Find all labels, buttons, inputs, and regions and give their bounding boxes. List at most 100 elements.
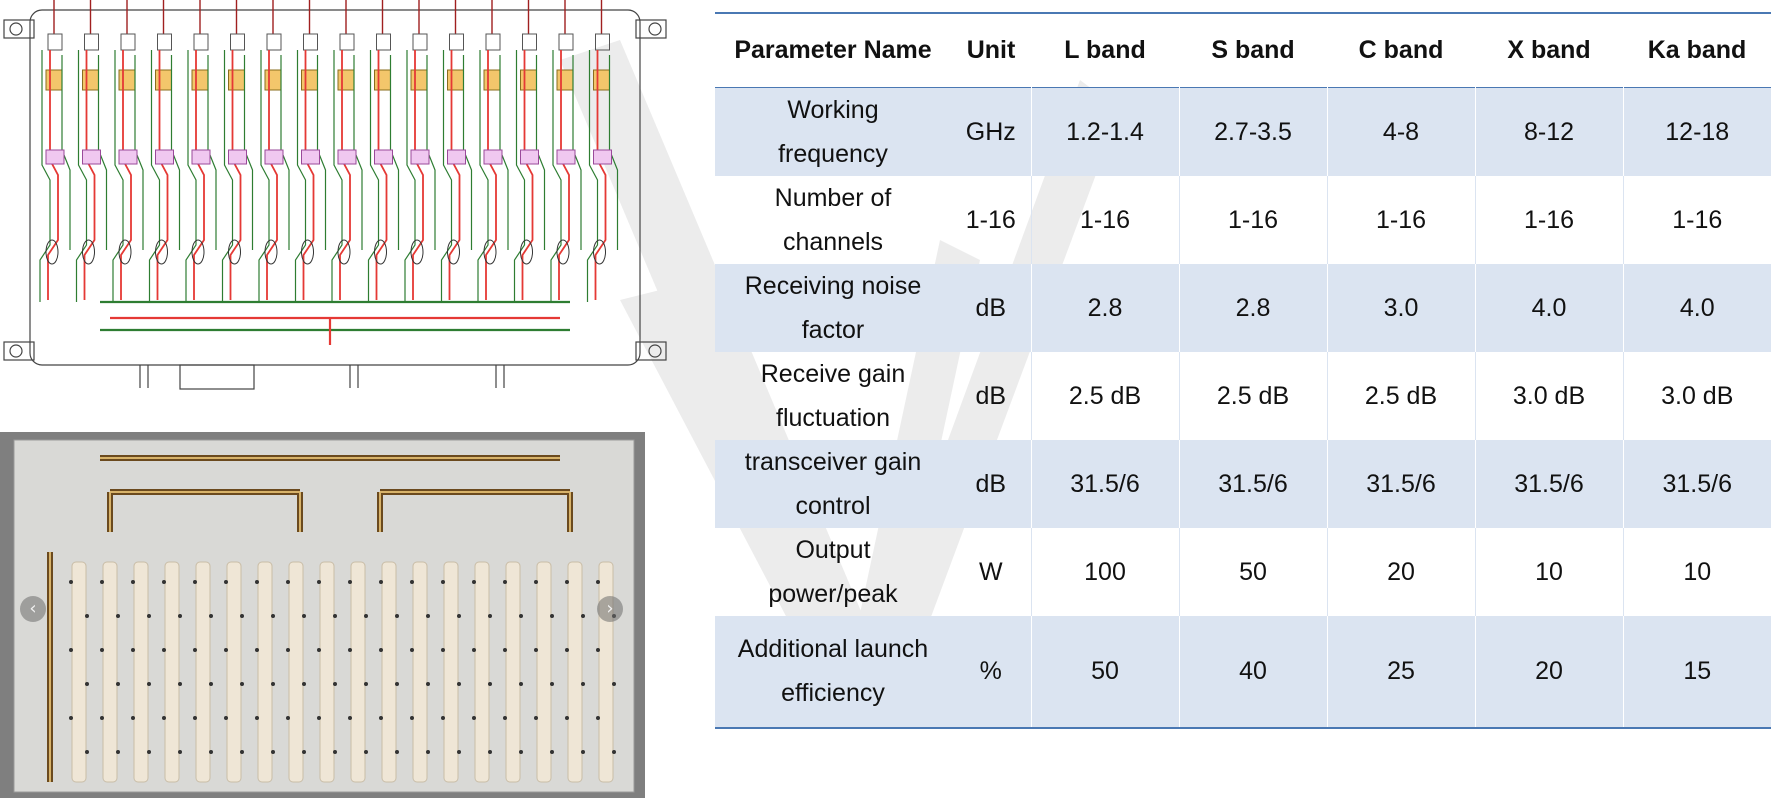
- board-via: [240, 682, 244, 686]
- board-via: [255, 580, 259, 584]
- board-via: [286, 580, 290, 584]
- board-via: [472, 716, 476, 720]
- cell-s-band: 40: [1178, 615, 1327, 728]
- cell-ka-band: 12-18: [1622, 87, 1771, 176]
- board-via: [348, 648, 352, 652]
- header-c-band: C band: [1358, 35, 1444, 64]
- board-via: [457, 614, 461, 618]
- row-unit: dB: [975, 381, 1007, 410]
- board-finger: [288, 561, 304, 783]
- cell-l-band: 50: [1030, 615, 1179, 728]
- schematic-channel: [39, 0, 71, 302]
- schematic-channel: [112, 0, 144, 302]
- board-via: [131, 716, 135, 720]
- circuit-schematic-drawing: [3, 0, 667, 390]
- board-via: [240, 750, 244, 754]
- board-finger: [598, 561, 614, 783]
- carousel-prev-button[interactable]: ‹: [20, 596, 46, 622]
- schematic-channel: [75, 0, 108, 302]
- cell-x-band: 3.0 dB: [1474, 351, 1623, 440]
- board-via: [488, 682, 492, 686]
- board-finger: [257, 561, 273, 783]
- board-via: [147, 750, 151, 754]
- table-header-row: Parameter Name Unit L band S band C band…: [715, 13, 1771, 87]
- board-via: [395, 614, 399, 618]
- board-via: [302, 750, 306, 754]
- board-via: [209, 614, 213, 618]
- board-via: [333, 750, 337, 754]
- board-via: [333, 614, 337, 618]
- board-via: [441, 580, 445, 584]
- cell-s-band: 1-16: [1178, 175, 1327, 264]
- board-via: [550, 682, 554, 686]
- board-via: [317, 716, 321, 720]
- board-via: [333, 682, 337, 686]
- board-via: [69, 648, 73, 652]
- board-via: [286, 648, 290, 652]
- board-finger: [102, 561, 118, 783]
- board-via: [85, 750, 89, 754]
- board-via: [317, 648, 321, 652]
- row-unit: GHz: [951, 87, 1031, 176]
- board-via: [364, 614, 368, 618]
- schematic-channel: [148, 0, 181, 302]
- header-s-band: S band: [1211, 35, 1295, 64]
- board-via: [565, 716, 569, 720]
- board-via: [302, 682, 306, 686]
- board-via: [364, 750, 368, 754]
- cell-s-band: 2.5 dB: [1178, 351, 1327, 440]
- spec-table: Parameter Name Unit L band S band C band…: [715, 12, 1771, 729]
- board-via: [379, 580, 383, 584]
- schematic-channel: [586, 0, 619, 302]
- board-via: [116, 614, 120, 618]
- board-via: [581, 750, 585, 754]
- board-via: [271, 614, 275, 618]
- board-via: [193, 580, 197, 584]
- board-via: [240, 614, 244, 618]
- cell-x-band: 10: [1474, 527, 1623, 616]
- board-via: [255, 716, 259, 720]
- cell-c-band: 1-16: [1326, 175, 1475, 264]
- board-via: [534, 648, 538, 652]
- board-via: [162, 580, 166, 584]
- cell-c-band: 25: [1326, 615, 1475, 728]
- cell-l-band: 2.8: [1030, 263, 1179, 352]
- board-finger: [319, 561, 335, 783]
- cell-c-band: 2.5 dB: [1326, 351, 1475, 440]
- cell-ka-band: 4.0: [1622, 263, 1771, 352]
- board-via: [565, 580, 569, 584]
- board-finger: [195, 561, 211, 783]
- board-via: [550, 750, 554, 754]
- schematic-channel: [185, 0, 217, 302]
- board-via: [441, 648, 445, 652]
- board-via: [612, 682, 616, 686]
- board-via: [503, 580, 507, 584]
- board-via: [147, 682, 151, 686]
- board-via: [100, 716, 104, 720]
- board-via: [302, 614, 306, 618]
- board-via: [457, 682, 461, 686]
- row-unit: dB: [951, 439, 1031, 528]
- carousel-next-button[interactable]: ›: [597, 596, 623, 622]
- cell-l-band: 100: [1030, 527, 1179, 616]
- board-via: [271, 682, 275, 686]
- schematic-channel: [440, 0, 473, 302]
- cell-ka-band: 10: [1622, 527, 1771, 616]
- board-via: [503, 716, 507, 720]
- board-via: [596, 716, 600, 720]
- board-via: [348, 580, 352, 584]
- board-via: [224, 580, 228, 584]
- board-via: [395, 682, 399, 686]
- spec-table-container: Parameter Name Unit L band S band C band…: [715, 12, 1771, 729]
